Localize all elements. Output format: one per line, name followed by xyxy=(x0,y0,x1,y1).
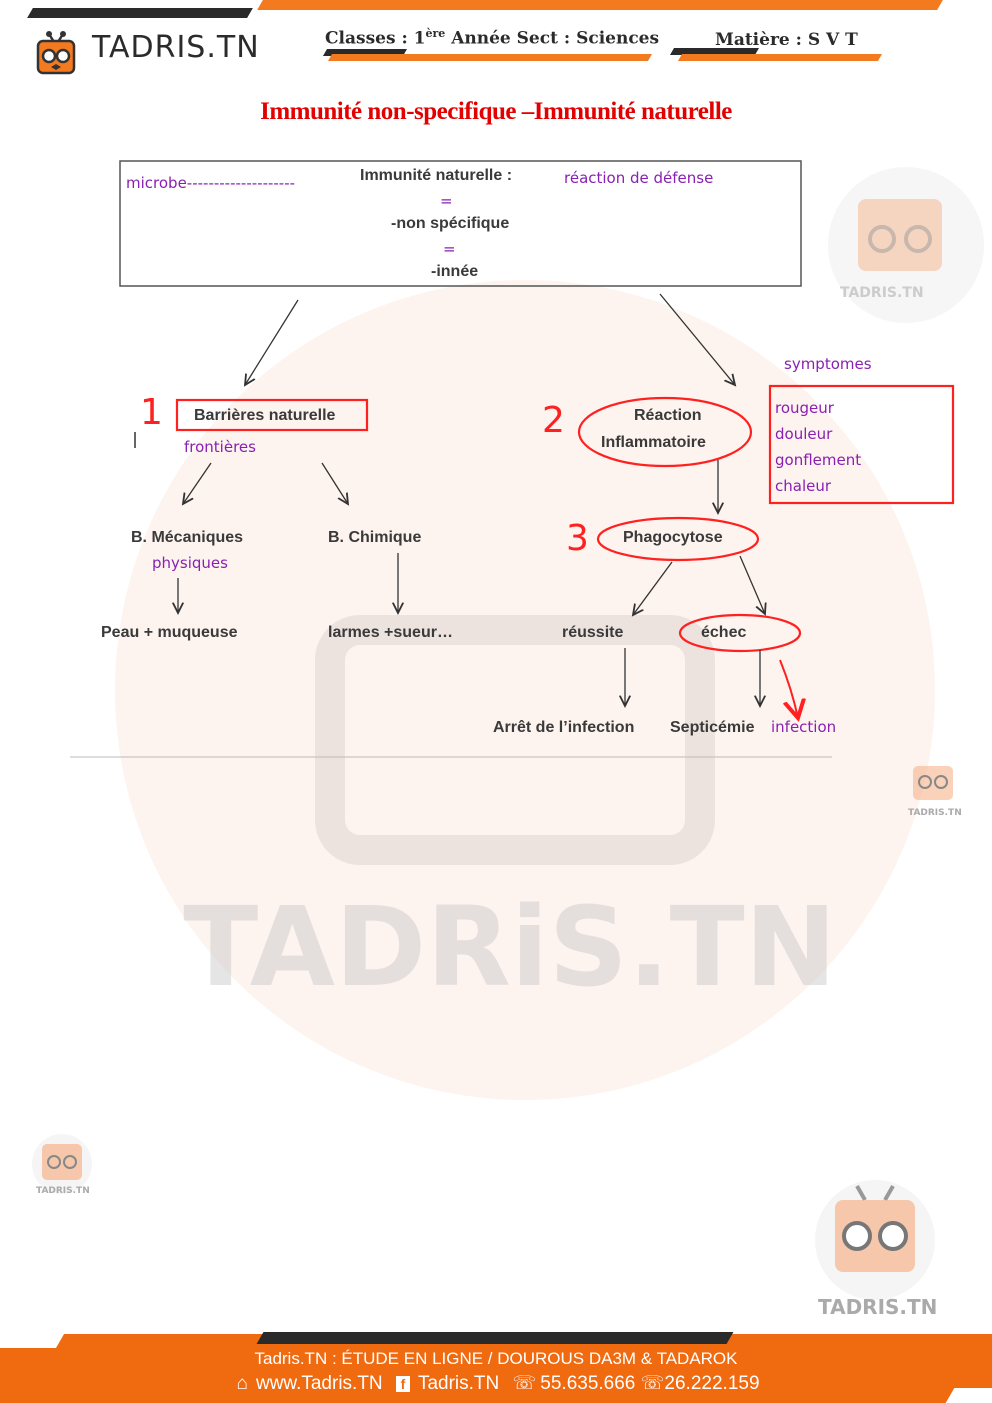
echec-red-ellipse xyxy=(678,613,802,653)
facebook-icon: f xyxy=(395,1375,410,1392)
home-icon: ⌂ xyxy=(236,1373,248,1394)
symptomes-red-box xyxy=(768,384,955,505)
side-logo-icon-top-right xyxy=(828,167,984,323)
footer-corner-left xyxy=(0,1334,65,1348)
reaction-text: Réaction xyxy=(634,407,702,424)
symptome-douleur: douleur xyxy=(775,425,833,443)
reaction-defense-annotation: réaction de défense xyxy=(564,169,714,187)
side-logo-icon-bottom-right xyxy=(815,1180,935,1300)
side-logo-text-bottom-right: TADRIS.TN xyxy=(818,1295,938,1319)
footer-bar-dark xyxy=(256,1332,734,1344)
side-logo-text-top-right: TADRIS.TN xyxy=(840,285,924,301)
barrieres-naturelle: Barrières naturelle xyxy=(194,407,336,424)
equals-2: = xyxy=(443,240,456,258)
symptomes-label: symptomes xyxy=(784,355,872,373)
number-2: 2 xyxy=(542,400,565,441)
innee-text: -innée xyxy=(431,263,479,280)
frontieres-annotation: frontières xyxy=(184,438,256,456)
peau-muqueuse: Peau + muqueuse xyxy=(101,624,238,641)
symptome-rougeur: rougeur xyxy=(775,399,834,417)
footer-facebook-link[interactable]: Tadris.TN xyxy=(417,1373,500,1394)
barrieres-red-box xyxy=(175,398,369,432)
immunite-heading: Immunité naturelle : xyxy=(360,167,513,184)
b-mecaniques: B. Mécaniques xyxy=(131,529,244,546)
side-logo-text-left: TADRIS.TN xyxy=(36,1186,90,1196)
number-3: 3 xyxy=(566,518,589,559)
classes-label: Classes : 1ère Année Sect : Sciences xyxy=(325,27,660,49)
side-logo-icon-left xyxy=(32,1134,92,1194)
page-title: Immunité non-specifique –Immunité nature… xyxy=(260,98,732,125)
number-1: 1 xyxy=(140,392,163,433)
footer-tagline: Tadris.TN : ÉTUDE EN LIGNE / DOUROUS DA3… xyxy=(254,1349,738,1368)
septicemie-text: Septicémie xyxy=(670,719,755,736)
microbe-annotation: microbe-------------------- xyxy=(126,174,296,192)
phagocytose-text: Phagocytose xyxy=(623,529,723,546)
matiere-label: Matière : S V T xyxy=(715,30,858,50)
equals-1: = xyxy=(440,192,453,210)
watermark-text: TADRiS.TN xyxy=(183,883,836,1011)
phagocytose-red-ellipse xyxy=(596,516,760,562)
reussite-text: réussite xyxy=(562,624,624,641)
infection-annotation: infection xyxy=(771,718,837,736)
side-logo-icon-mid-right xyxy=(913,766,953,800)
footer-website-link[interactable]: www.Tadris.TN xyxy=(255,1373,383,1394)
phone-icon-1: ☏ xyxy=(512,1373,537,1394)
immunite-box xyxy=(119,160,802,287)
physiques-annotation: physiques xyxy=(152,554,228,572)
symptome-gonflement: gonflement xyxy=(775,451,862,469)
larmes-sueur: larmes +sueur… xyxy=(328,624,453,641)
tadris-logo-icon xyxy=(36,31,76,75)
symptome-chaleur: chaleur xyxy=(775,477,832,495)
side-logo-text-mid-right: TADRIS.TN xyxy=(908,808,962,818)
reaction-red-ellipse xyxy=(577,396,753,468)
inflammatoire-text: Inflammatoire xyxy=(601,434,706,451)
b-chimique: B. Chimique xyxy=(328,529,422,546)
footer-phone-1[interactable]: 55.635.666 xyxy=(540,1373,636,1394)
phone-icon-2: ☏ xyxy=(640,1373,665,1394)
echec-text: échec xyxy=(701,624,747,641)
logo-text: TADRIS.TN xyxy=(92,30,260,65)
footer-phone-2[interactable]: 26.222.159 xyxy=(664,1373,760,1394)
arret-infection: Arrêt de l’infection xyxy=(493,719,635,736)
non-specifique-text: -non spécifique xyxy=(391,215,510,232)
footer-background xyxy=(0,1334,992,1403)
